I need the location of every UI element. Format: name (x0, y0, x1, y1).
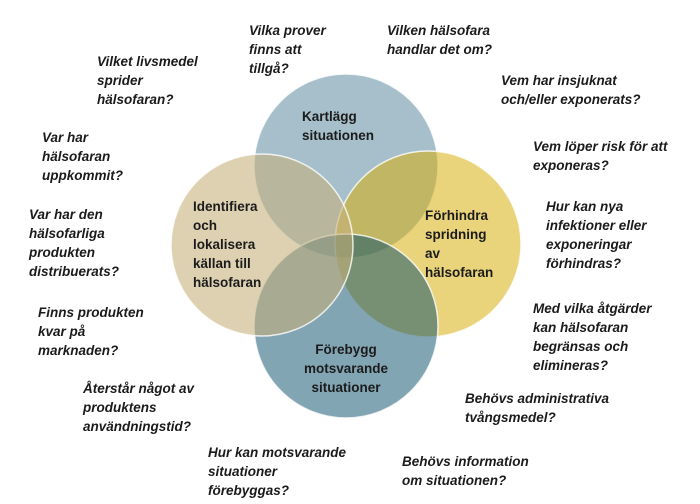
question-var-uppkommit: Var har hälsofaran uppkommit? (42, 130, 123, 183)
question-var-distribuerats: Var har den hälsofarliga produkten distr… (29, 207, 120, 279)
question-behovs-tvangsmedel: Behövs administrativa tvångsmedel? (465, 391, 610, 425)
label-forebygg-motsvarande: Förebygg motsvarande situationer (303, 342, 389, 395)
question-vem-insjuknat: Vem har insjuknat och/eller exponerats? (501, 73, 641, 107)
question-behovs-information: Behövs information om situationen? (402, 454, 529, 488)
question-vilka-prover: Vilka prover finns att tillgå? (249, 23, 326, 76)
question-finns-produkten: Finns produkten kvar på marknaden? (38, 305, 144, 358)
question-hur-motsvarande: Hur kan motsvarande situationer förebygg… (208, 445, 347, 498)
question-aterstar-nagot: Återstår något av produktens användnings… (83, 381, 195, 434)
question-vilket-livsmedel: Vilket livsmedel sprider hälsofaran? (97, 54, 198, 107)
question-hur-nya-infektioner: Hur kan nya infektioner eller exponering… (546, 199, 647, 271)
question-vilken-halsofara: Vilken hälsofara handlar det om? (387, 23, 493, 57)
question-vem-risk: Vem löper risk för att exponeras? (533, 139, 668, 173)
label-forhindra-spridning: Förhindra spridning av hälsofaran (425, 208, 494, 280)
label-identifiera-lokalisera: Identifiera och lokalisera källan till h… (193, 199, 262, 290)
circle-identifiera-lokalisera (170, 153, 354, 337)
label-kartlagg-situationen: Kartlägg situationen (302, 109, 375, 143)
question-med-vilka-atgarder: Med vilka åtgärder kan hälsofaran begrän… (533, 301, 652, 373)
